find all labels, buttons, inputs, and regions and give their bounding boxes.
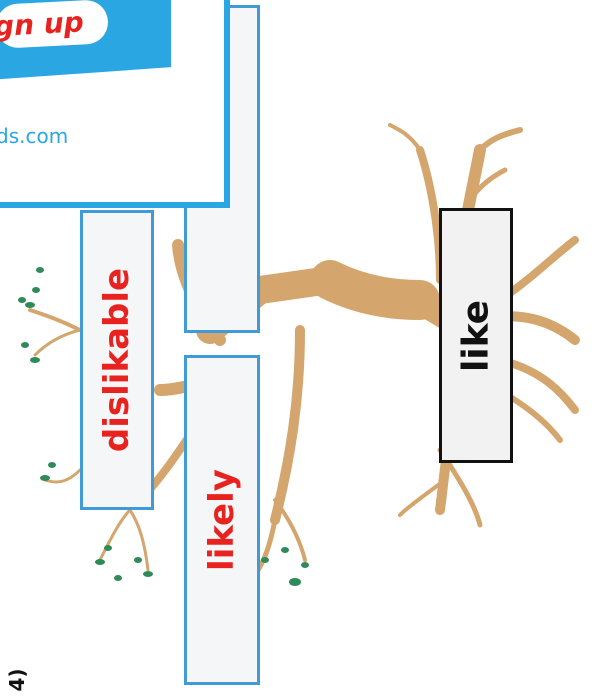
word-left-top: dislikable — [97, 268, 137, 452]
word-root: like — [456, 299, 497, 371]
wordbox-root: like — [439, 208, 513, 463]
site-url[interactable]: ds.com — [0, 124, 68, 148]
edge-label: 4) — [5, 668, 29, 691]
signup-button[interactable]: gn up — [0, 0, 109, 49]
wordbox-left-top: dislikable — [80, 210, 154, 510]
wordbox-left-bottom: likely — [184, 355, 260, 685]
signup-button-label: gn up — [0, 5, 84, 43]
word-left-bottom: likely — [202, 469, 242, 571]
edge-label-container: 4) — [2, 662, 32, 698]
promo-panel: gn up ds.com — [0, 0, 230, 208]
